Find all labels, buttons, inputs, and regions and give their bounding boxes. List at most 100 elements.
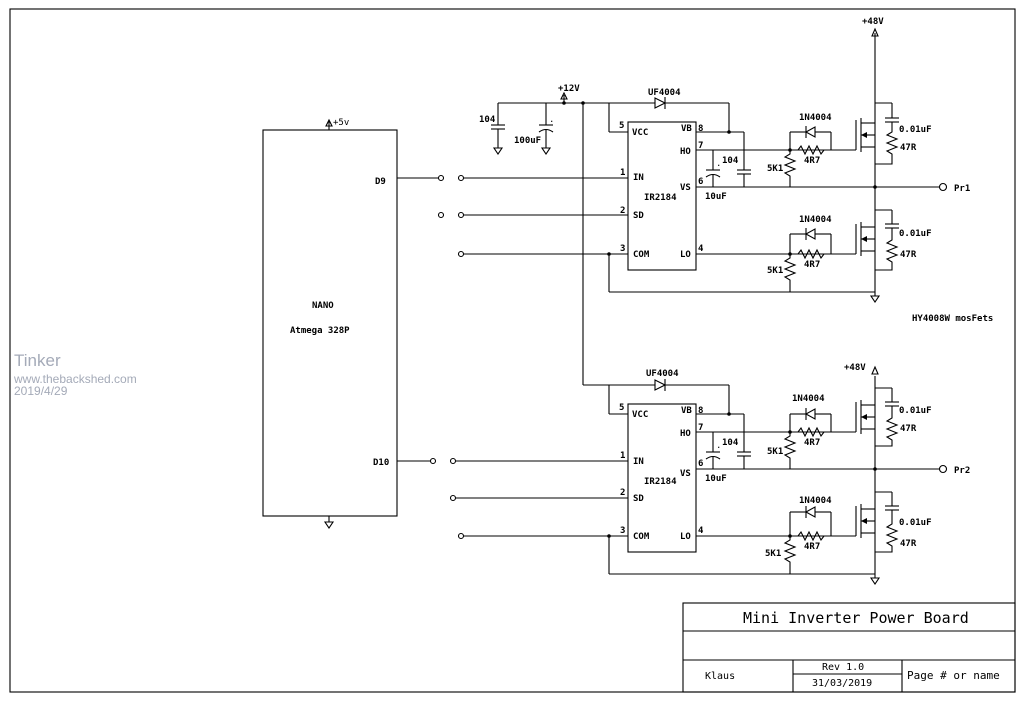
svg-text:1N4004: 1N4004	[799, 496, 832, 506]
svg-text:VB: VB	[681, 124, 692, 134]
bridge1-lowside: 1N4004 4R7 5K1 0.01uF 47R HY4008W mosFet…	[767, 187, 993, 324]
svg-text:4R7: 4R7	[804, 156, 820, 166]
svg-text:COM: COM	[633, 250, 650, 260]
ground-symbol	[323, 521, 335, 529]
svg-text:6: 6	[698, 459, 703, 469]
mcu-chip: Atmega 328P	[290, 326, 350, 336]
mosfet-arrow	[861, 236, 867, 242]
output-pr2: Pr2	[954, 466, 970, 476]
cap-104-label: 104	[479, 115, 496, 125]
mcu-name: NANO	[312, 301, 334, 311]
svg-text:5: 5	[619, 121, 624, 131]
supply-12v-label: +12V	[558, 84, 580, 94]
driver1-ic	[627, 121, 697, 271]
svg-text:8: 8	[698, 406, 703, 416]
svg-text:6: 6	[698, 177, 703, 187]
jumper-terminal	[457, 211, 465, 219]
svg-text:5K1: 5K1	[767, 266, 783, 276]
mcu-block: +5v NANO Atmega 328P D9 D10	[262, 118, 398, 529]
ground-symbol	[869, 295, 881, 303]
svg-text:47R: 47R	[900, 539, 917, 549]
title-block-rev: Rev 1.0	[822, 662, 864, 673]
supply-arrow-48v	[871, 365, 879, 375]
jumper-terminal	[457, 174, 465, 182]
supply-5v-label: +5v	[333, 118, 349, 128]
driver1-diode-label: UF4004	[648, 88, 681, 98]
svg-text:4: 4	[698, 244, 704, 254]
bridge1-highside: 1N4004 4R7 5K1 0.01uF 47R +48V Pr1	[767, 17, 970, 194]
gate-diode	[804, 126, 816, 138]
pin-d9-label: D9	[375, 177, 386, 187]
gate-diode	[804, 506, 816, 518]
ground-symbol	[540, 147, 552, 155]
jumper-terminal	[437, 174, 445, 182]
watermark-date: 2019/4/29	[14, 384, 68, 398]
jumper-terminal	[437, 211, 445, 219]
driver1-cap-104: 104	[722, 156, 739, 166]
pin-d10-label: D10	[373, 458, 389, 468]
svg-text:3: 3	[620, 526, 625, 536]
svg-text:0.01uF: 0.01uF	[899, 125, 932, 135]
svg-text:0.01uF: 0.01uF	[899, 406, 932, 416]
snubber-network	[875, 510, 899, 553]
supply-arrow-12v	[560, 91, 568, 100]
svg-text:LO: LO	[680, 532, 691, 542]
gate-source-resistor	[783, 150, 797, 187]
svg-text:5: 5	[619, 403, 624, 413]
ground-symbol	[869, 577, 881, 585]
gate-diode	[804, 228, 816, 240]
title-block-date: 31/03/2019	[812, 678, 872, 689]
driver2-section: VCC IN SD COM VB HO VS LO IR2184 5 1 2 3…	[607, 369, 940, 575]
svg-text:4R7: 4R7	[804, 542, 820, 552]
driver2-diode-label: UF4004	[646, 369, 679, 379]
gate-resistor	[797, 144, 825, 156]
svg-text:7: 7	[698, 141, 703, 151]
svg-text:1N4004: 1N4004	[799, 113, 832, 123]
driver1-name: IR2184	[644, 193, 677, 203]
title-block: Mini Inverter Power Board Klaus Rev 1.0 …	[682, 602, 1016, 693]
svg-text:1: 1	[620, 168, 625, 178]
svg-text:.: .	[549, 115, 554, 125]
svg-text:1N4004: 1N4004	[792, 394, 825, 404]
jumper-terminal	[457, 532, 465, 540]
svg-text:47R: 47R	[900, 143, 917, 153]
signal-wiring	[397, 174, 628, 540]
title-block-title: Mini Inverter Power Board	[743, 609, 969, 627]
svg-text:2: 2	[620, 488, 625, 498]
title-block-page: Page # or name	[907, 669, 1000, 682]
gate-diode	[804, 408, 816, 420]
svg-text:.: .	[716, 441, 721, 451]
svg-text:VS: VS	[680, 469, 691, 479]
jumper-terminal	[449, 457, 457, 465]
driver2-cap-104: 104	[722, 438, 739, 448]
gate-source-resistor	[783, 254, 797, 292]
supply-arrow-5v	[325, 118, 333, 127]
jumper-terminal	[429, 457, 437, 465]
ground-symbol	[492, 147, 504, 155]
output-terminal-pr1	[938, 182, 948, 192]
driver1-cap-10uf: 10uF	[705, 192, 727, 202]
svg-text:8: 8	[698, 124, 703, 134]
svg-text:3: 3	[620, 244, 625, 254]
svg-text:0.01uF: 0.01uF	[899, 518, 932, 528]
output-pr1: Pr1	[954, 184, 970, 194]
output-terminal-pr2	[938, 464, 948, 474]
svg-text:2: 2	[620, 206, 625, 216]
driver2-ic	[627, 403, 697, 553]
svg-text:VB: VB	[681, 406, 692, 416]
svg-text:5K1: 5K1	[767, 447, 783, 457]
svg-text:47R: 47R	[900, 424, 917, 434]
cap-100uf-label: 100uF	[514, 136, 541, 146]
svg-text:VCC: VCC	[632, 128, 648, 138]
svg-text:HO: HO	[680, 147, 691, 157]
svg-text:4R7: 4R7	[804, 260, 820, 270]
sheet-border	[9, 8, 1016, 693]
mosfet-arrow	[861, 132, 867, 138]
gate-source-resistor	[783, 432, 797, 469]
svg-text:LO: LO	[680, 250, 691, 260]
svg-text:.: .	[716, 159, 721, 169]
svg-text:1N4004: 1N4004	[799, 215, 832, 225]
svg-text:SD: SD	[633, 211, 644, 221]
mcu-outline	[262, 129, 398, 517]
